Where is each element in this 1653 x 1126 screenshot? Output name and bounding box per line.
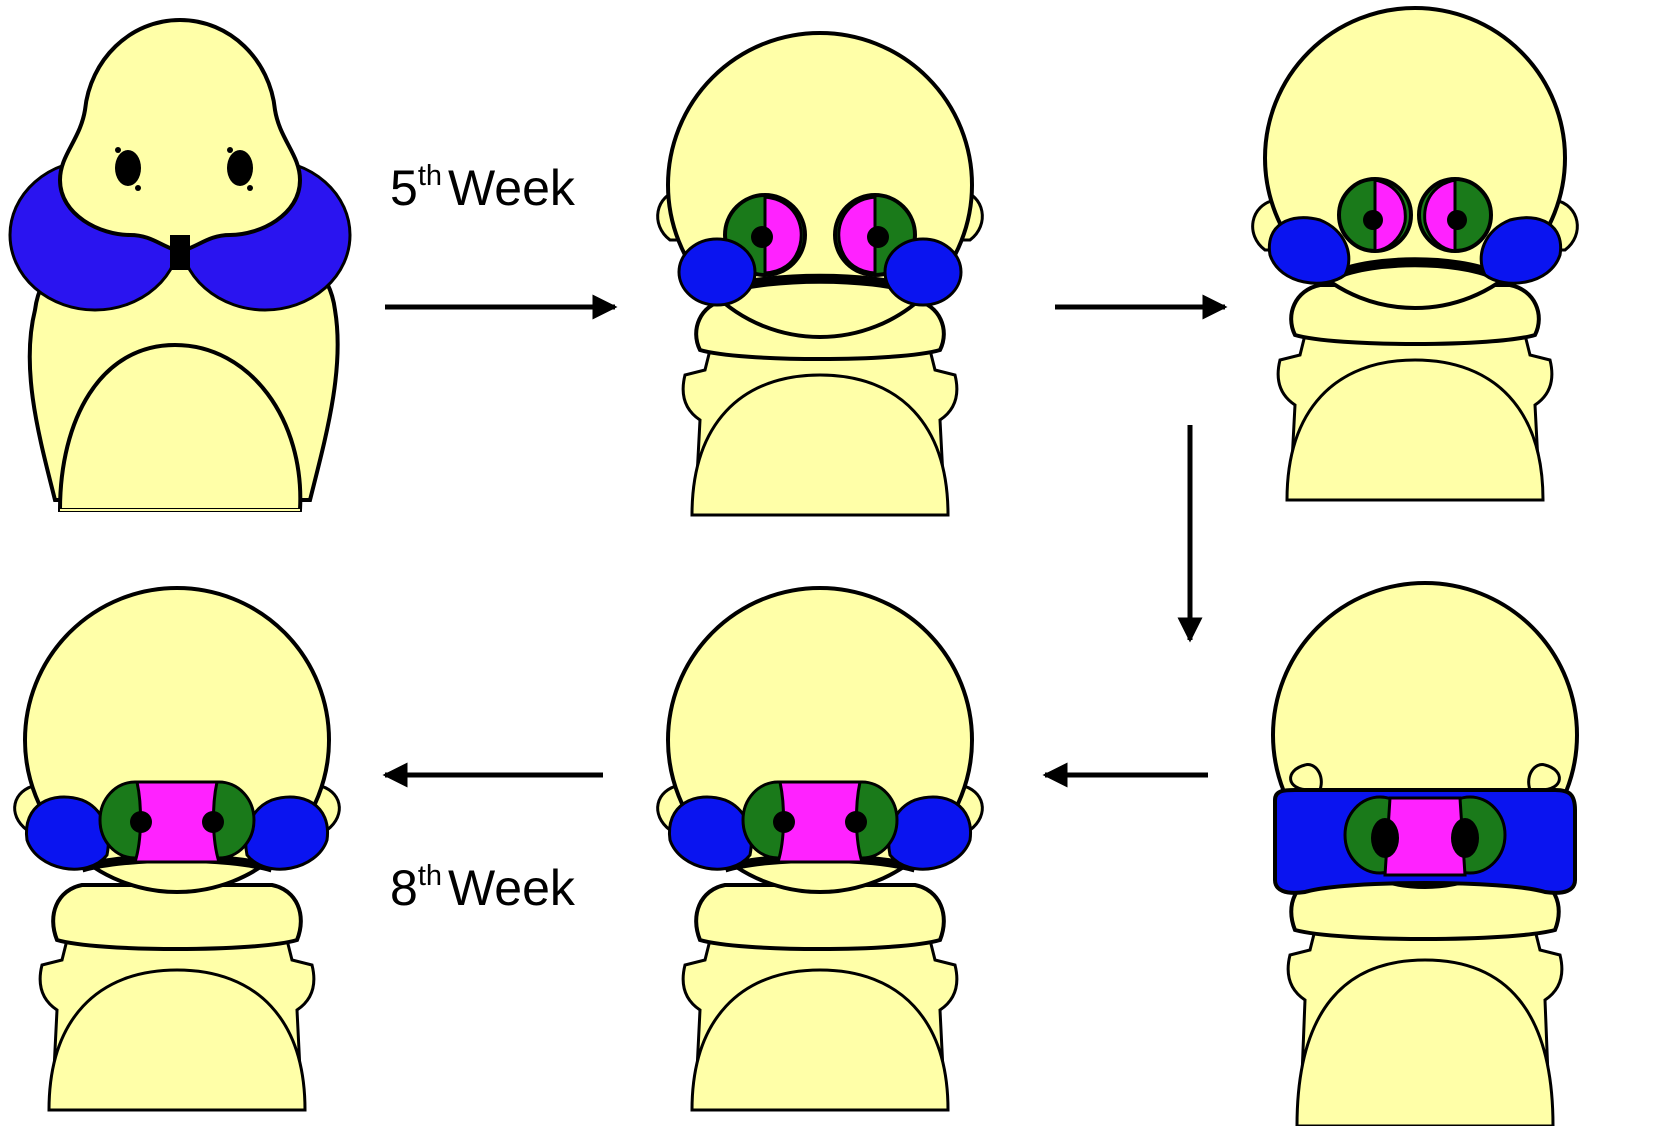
stage-5-embryo	[658, 588, 983, 1110]
nasal-prominence-left	[1339, 179, 1411, 251]
maxillary-process-right	[889, 797, 971, 869]
frontonasal-prominence	[60, 20, 300, 250]
maxillary-process-left	[669, 797, 751, 869]
maxillary-process-right	[885, 239, 961, 305]
stage-4-embryo	[1273, 583, 1577, 1126]
maxillary-process-left	[26, 797, 108, 869]
nasal-prominence-right	[1419, 179, 1491, 251]
maxillary-process-right	[246, 797, 328, 869]
stage-1-embryo	[10, 20, 350, 510]
stage-2-embryo	[658, 33, 983, 515]
maxillary-process-left	[679, 239, 755, 305]
stage-3-embryo	[1253, 8, 1578, 500]
stage-6-embryo	[15, 588, 340, 1110]
nasal-prominences	[1345, 797, 1505, 875]
